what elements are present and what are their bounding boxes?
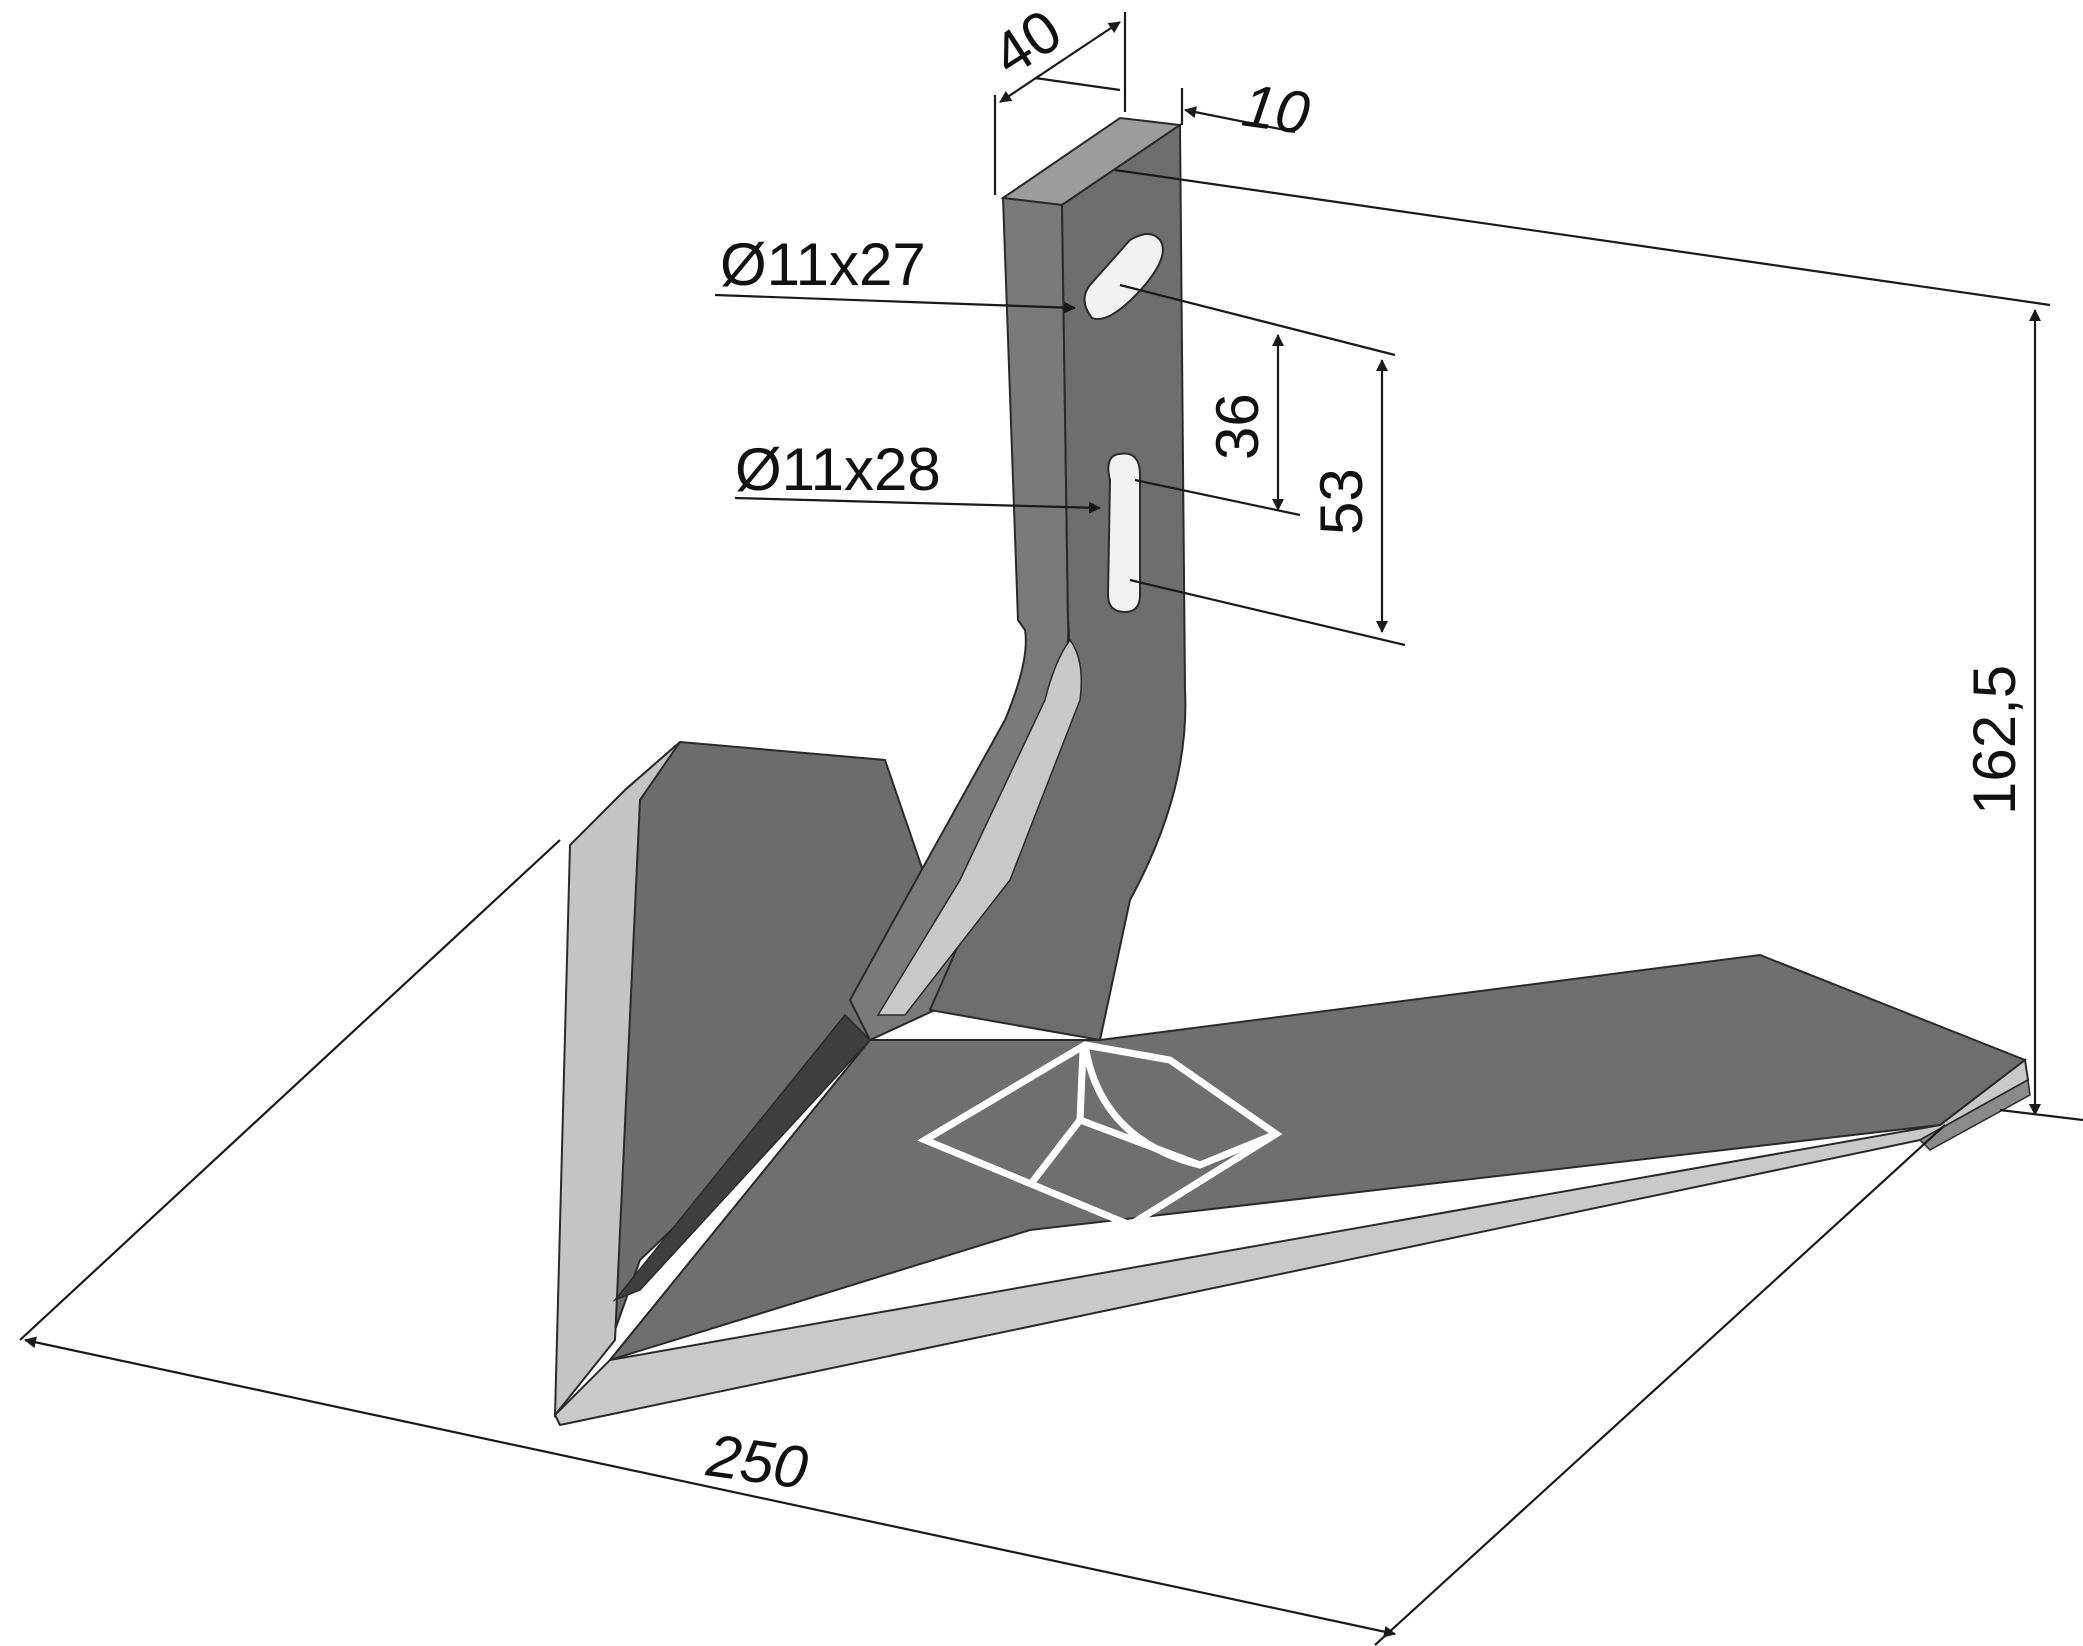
shank-bevel-strip: [876, 638, 1082, 1016]
shank-side-face: [848, 196, 1070, 1042]
lower-slot-hole: [1106, 452, 1141, 614]
dim-lower-hole: Ø11x28: [735, 436, 941, 503]
upper-slot-hole: [1083, 233, 1164, 320]
dimension-labels: 40 10 Ø11x27 Ø11x28 36 53 162,5 250: [702, 0, 2028, 1502]
wing-center-ridge: [612, 1013, 872, 1302]
dim-total-width: 250: [702, 1421, 811, 1501]
manufacturer-logo-icon: [917, 1041, 1283, 1229]
dim-hole-to-slot: 53: [1308, 468, 1375, 535]
dim-hole-spacing: 36: [1204, 393, 1271, 460]
right-wing-face: [607, 953, 2028, 1362]
right-wing: [553, 953, 2031, 1427]
left-wing: [553, 740, 947, 1418]
dim-total-height: 162,5: [1961, 665, 2028, 815]
dimension-lines: [19, 12, 2083, 1646]
dim-upper-hole: Ø11x27: [720, 231, 926, 298]
dim-shank-width: 40: [981, 0, 1073, 89]
dim-shank-thickness: 10: [1238, 72, 1313, 148]
shank: [848, 116, 1187, 1042]
